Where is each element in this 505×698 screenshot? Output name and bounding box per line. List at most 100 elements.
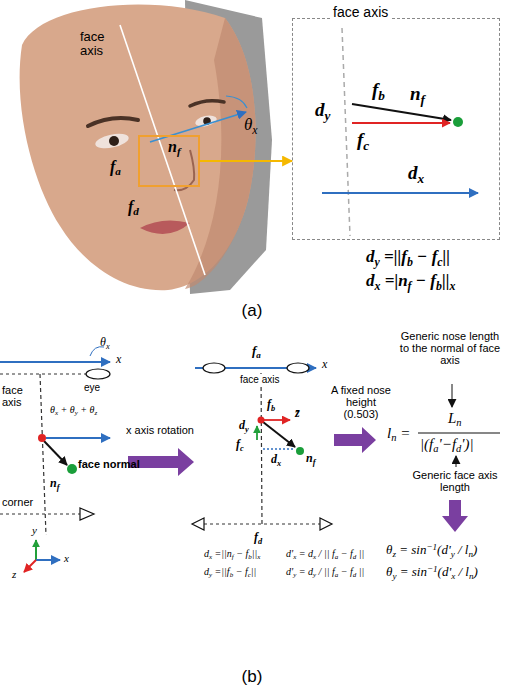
math-part: d bbox=[408, 162, 418, 183]
point-label: fb bbox=[267, 398, 275, 413]
math-part: −1 bbox=[426, 542, 437, 552]
math-part: θ bbox=[386, 542, 392, 557]
math-part: y bbox=[325, 108, 331, 123]
math-part: b bbox=[271, 404, 275, 413]
dy-arrow bbox=[256, 426, 258, 440]
math-part: d bbox=[239, 418, 245, 432]
distance-label: dy bbox=[315, 100, 330, 124]
note: Generic face axis length bbox=[410, 469, 500, 493]
math-part: x bbox=[277, 459, 281, 468]
part-label: eye bbox=[84, 382, 100, 393]
face-axis-line bbox=[120, 25, 205, 275]
math-part: x bbox=[322, 357, 327, 371]
angle-sum: θx + θy + θz bbox=[50, 404, 97, 418]
axis-label: face axis bbox=[238, 374, 281, 385]
math-part: x bbox=[449, 279, 455, 293]
dx-arrow bbox=[322, 192, 478, 194]
math-part: c bbox=[240, 444, 244, 453]
math-part: − f bbox=[338, 548, 353, 559]
math-part: y bbox=[313, 571, 316, 579]
corner-mark bbox=[320, 518, 332, 530]
math-part: f bbox=[236, 437, 240, 451]
mouth-line bbox=[0, 514, 80, 515]
math-part: f bbox=[372, 79, 378, 100]
math-part: f bbox=[408, 279, 412, 293]
formula: d'y = dy / || fa − fd || bbox=[286, 566, 364, 580]
math-part: ) bbox=[473, 542, 477, 557]
axis-label: face axis bbox=[80, 30, 120, 59]
math-part: d bbox=[366, 247, 375, 266]
math-part: f bbox=[357, 129, 363, 150]
math-part: x bbox=[106, 342, 110, 351]
point-label: fb bbox=[372, 80, 385, 104]
math-part: x bbox=[64, 552, 69, 564]
math-part: b bbox=[436, 279, 442, 293]
math-part: f bbox=[177, 145, 181, 157]
corner-mark bbox=[192, 518, 204, 530]
eye-line bbox=[0, 374, 86, 375]
math-part: = d bbox=[296, 548, 313, 559]
math-part: x bbox=[418, 171, 425, 186]
math-part: z bbox=[392, 549, 396, 559]
math-part: || bbox=[356, 548, 364, 559]
math-part: f bbox=[252, 343, 256, 358]
math-part: c bbox=[437, 255, 442, 269]
math-part: d bbox=[353, 571, 357, 579]
axis-name: z bbox=[12, 568, 16, 580]
nose-tip bbox=[453, 117, 463, 127]
angle-label: θx bbox=[244, 116, 258, 137]
axis-name: x bbox=[322, 358, 327, 371]
math-part: l bbox=[387, 425, 391, 441]
math-part: =|n bbox=[380, 271, 407, 290]
math-part: ) bbox=[474, 564, 478, 579]
math-part: / || f bbox=[316, 548, 335, 559]
part-label: face normal bbox=[78, 458, 140, 470]
math-part: d bbox=[315, 99, 325, 120]
note: Generic nose length to the normal of fac… bbox=[398, 330, 502, 366]
formula: dx =|nf − fb||x bbox=[366, 272, 455, 293]
node-text: face axis bbox=[331, 5, 390, 20]
axis-label: face axis bbox=[2, 384, 36, 408]
formula: dx =||nf − fb||x bbox=[204, 548, 260, 562]
math-part: =||f bbox=[380, 247, 407, 266]
iris bbox=[109, 136, 119, 146]
math-part: a bbox=[433, 443, 438, 454]
vector-label: nf bbox=[306, 452, 315, 467]
formula: d'x = dx / || fa − fd || bbox=[286, 548, 364, 562]
math-part: y bbox=[375, 255, 380, 269]
math-part: n bbox=[391, 432, 396, 443]
math-part: − f bbox=[233, 566, 248, 577]
math-part: n bbox=[306, 451, 313, 465]
face-axis-dashed bbox=[342, 28, 350, 236]
zoom-region: nf bbox=[138, 135, 200, 187]
math-part: d bbox=[456, 443, 461, 454]
math-part: y bbox=[75, 409, 78, 417]
math-part: = bbox=[396, 425, 410, 441]
math-part: c bbox=[248, 571, 251, 579]
axis-name: y bbox=[32, 524, 37, 536]
math-part: x bbox=[375, 279, 381, 293]
math-part: f bbox=[57, 483, 60, 492]
math-part: θ bbox=[100, 335, 106, 349]
math-part: y bbox=[209, 571, 212, 579]
math-part: || bbox=[356, 566, 364, 577]
math-part: =||f bbox=[212, 566, 230, 577]
face-axis-dashed bbox=[261, 373, 262, 524]
math-part: d bbox=[204, 548, 209, 559]
face-axis-dashed bbox=[40, 374, 46, 535]
panel-label: (a) bbox=[222, 302, 282, 321]
math-part: x bbox=[257, 553, 260, 561]
zoom-connector bbox=[200, 160, 292, 162]
math-part: −1 bbox=[427, 564, 438, 574]
formula: ln = bbox=[387, 425, 410, 444]
math-part: b bbox=[248, 553, 252, 561]
math-part: n bbox=[50, 476, 57, 490]
point-label: fd bbox=[128, 198, 139, 218]
math-part: n bbox=[468, 549, 473, 559]
eye bbox=[86, 369, 110, 379]
distance-label: dx bbox=[271, 453, 281, 468]
distance-label: dx bbox=[408, 163, 424, 187]
math-part: c bbox=[363, 138, 369, 153]
math-part: ')| bbox=[461, 436, 473, 452]
